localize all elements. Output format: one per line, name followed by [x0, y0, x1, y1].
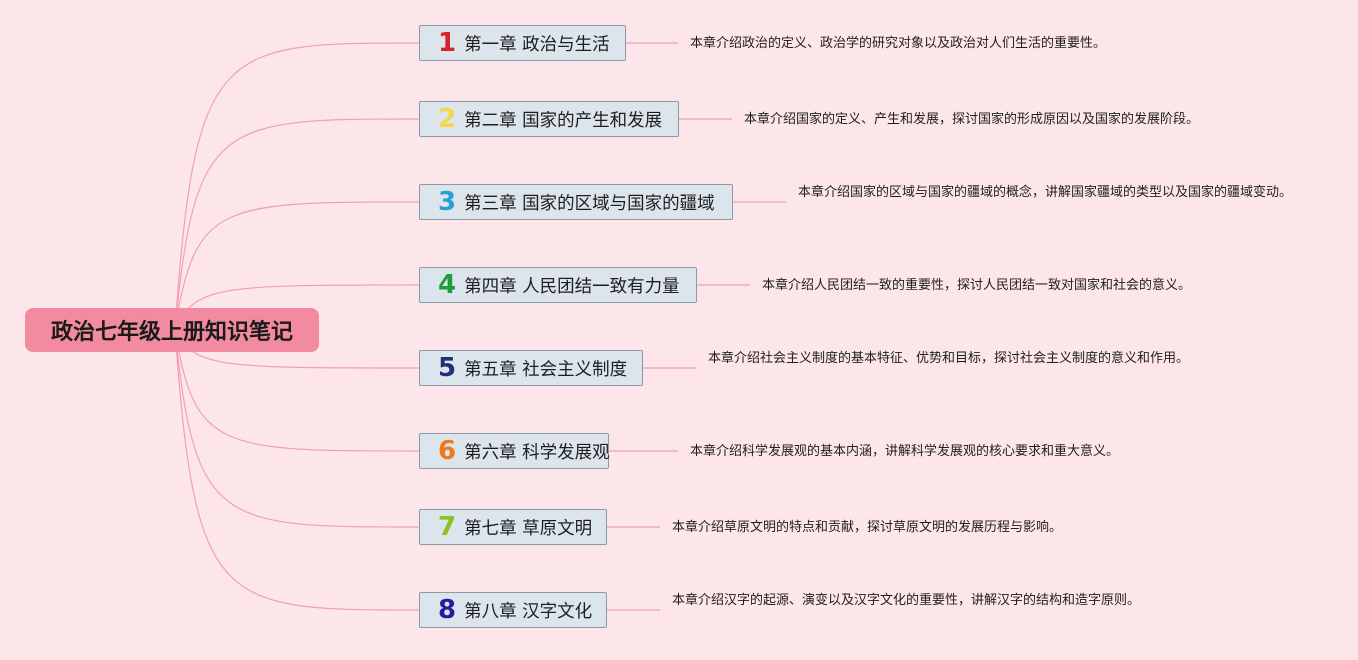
branch-connector [174, 118, 420, 331]
chapter-node-2[interactable]: 2 第二章 国家的产生和发展 [419, 101, 679, 137]
chapter-node-5[interactable]: 5 第五章 社会主义制度 [419, 350, 643, 386]
chapter-note: 本章介绍人民团结一致的重要性，探讨人民团结一致对国家和社会的意义。 [762, 278, 1192, 293]
chapter-node-4[interactable]: 4 第四章 人民团结一致有力量 [419, 267, 697, 303]
chapter-note: 本章介绍社会主义制度的基本特征、优势和目标，探讨社会主义制度的意义和作用。 [708, 351, 1190, 366]
chapter-note: 本章介绍国家的区域与国家的疆域的概念，讲解国家疆域的类型以及国家的疆域变动。 [798, 185, 1293, 200]
branch-connector [174, 329, 420, 452]
chapter-title: 第二章 国家的产生和发展 [464, 110, 663, 131]
branch-connector [174, 329, 420, 528]
chapter-node-8[interactable]: 8 第八章 汉字文化 [419, 592, 607, 628]
chapter-node-6[interactable]: 6 第六章 科学发展观 [419, 433, 610, 469]
chapter-number: 1 [438, 28, 457, 58]
chapter-title: 第一章 政治与生活 [464, 34, 610, 55]
chapter-node-3[interactable]: 3 第三章 国家的区域与国家的疆域 [419, 184, 733, 220]
chapter-title: 第三章 国家的区域与国家的疆域 [464, 193, 715, 214]
chapter-title: 第六章 科学发展观 [464, 442, 610, 463]
chapter-number: 5 [438, 353, 457, 383]
chapter-title: 第八章 汉字文化 [464, 601, 593, 622]
chapter-number: 6 [438, 436, 457, 466]
chapter-number: 8 [438, 595, 457, 625]
central-topic[interactable]: 政治七年级上册知识笔记 [25, 308, 319, 352]
chapter-title: 第四章 人民团结一致有力量 [464, 276, 680, 297]
branch-connector [174, 329, 420, 611]
branch-connector [174, 201, 420, 331]
chapter-node-1[interactable]: 1 第一章 政治与生活 [419, 25, 626, 61]
chapter-title: 第七章 草原文明 [464, 518, 593, 539]
chapter-title: 第五章 社会主义制度 [464, 359, 628, 380]
chapter-node-7[interactable]: 7 第七章 草原文明 [419, 509, 607, 545]
chapter-note: 本章介绍国家的定义、产生和发展，探讨国家的形成原因以及国家的发展阶段。 [744, 112, 1200, 127]
chapter-number: 2 [438, 104, 457, 134]
chapter-number: 3 [438, 187, 457, 217]
chapter-note: 本章介绍草原文明的特点和贡献，探讨草原文明的发展历程与影响。 [672, 520, 1063, 535]
chapter-note: 本章介绍科学发展观的基本内涵，讲解科学发展观的核心要求和重大意义。 [690, 444, 1120, 459]
chapter-note: 本章介绍政治的定义、政治学的研究对象以及政治对人们生活的重要性。 [690, 36, 1107, 51]
chapter-number: 7 [438, 512, 457, 542]
branch-connector [174, 42, 420, 331]
chapter-number: 4 [438, 270, 457, 300]
chapter-note: 本章介绍汉字的起源、演变以及汉字文化的重要性，讲解汉字的结构和造字原则。 [672, 593, 1141, 608]
